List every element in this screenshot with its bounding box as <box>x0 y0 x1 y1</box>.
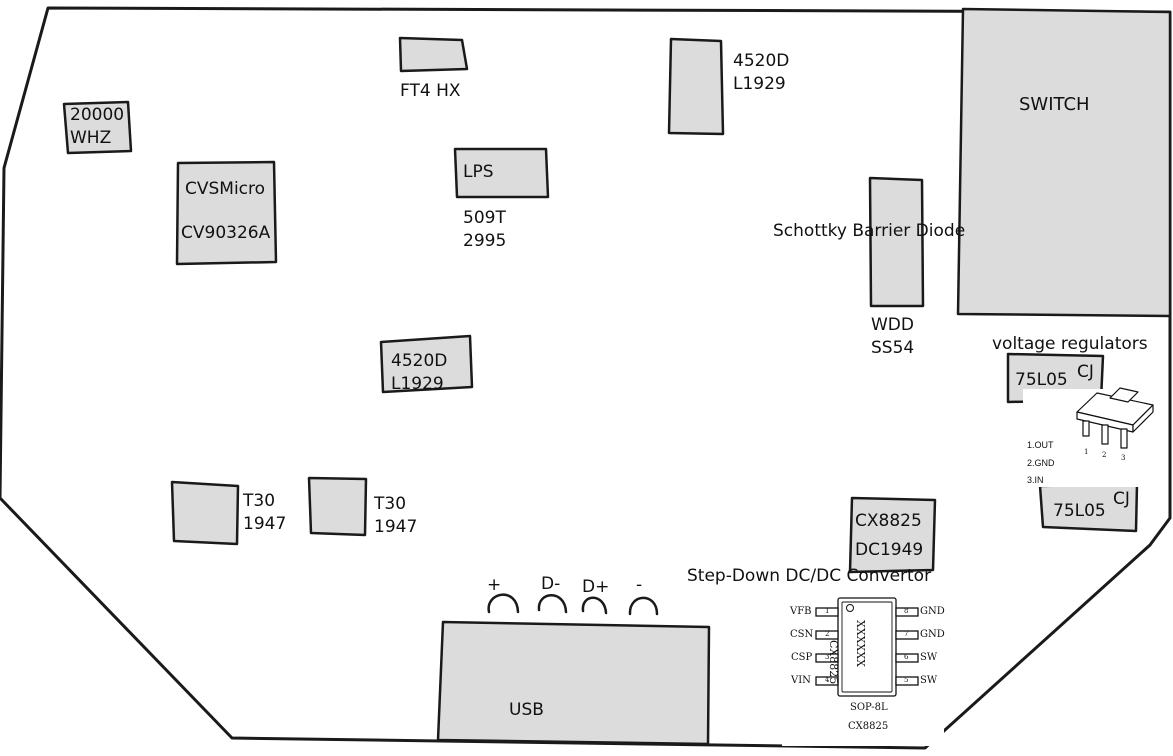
sop8-pin6-name: SW <box>920 652 938 663</box>
sop8-pin3-name: CSP <box>791 652 813 663</box>
sop8-pin4-name: VIN <box>791 675 811 686</box>
cvs-line1: CVSMicro <box>185 179 266 199</box>
vreg1-label: 75L05 <box>1015 370 1068 390</box>
sop8-pin4-num: 4 <box>825 676 830 684</box>
usb-pin-plus: + <box>487 575 502 595</box>
cvsmicro-chip <box>175 160 278 266</box>
usb-pin-dplus-hook <box>581 596 608 615</box>
freq-line1: 20000 <box>70 105 125 125</box>
diode-code-line1: WDD <box>871 315 914 335</box>
cx8825-line2: DC1949 <box>855 540 924 560</box>
vreg2-label: 75L05 <box>1053 501 1106 521</box>
sop8-chip-text-2: XXXXXX <box>854 620 867 667</box>
sop8-pin5-num: 5 <box>904 676 909 684</box>
lps-label: LPS <box>463 162 494 182</box>
cx8825-line1: CX8825 <box>855 511 922 531</box>
mosfet-mid-line2: L1929 <box>391 374 444 394</box>
usb-pin-dminus: D- <box>541 574 561 594</box>
lps-code-line1: 509T <box>463 208 506 228</box>
lps-chip <box>453 147 550 199</box>
t30-left-chip <box>170 480 240 546</box>
cvs-line2: CV90326A <box>181 223 271 243</box>
usb-pin-minus: - <box>636 575 643 595</box>
converter-title: Step-Down DC/DC Convertor <box>687 566 932 586</box>
sop8-pin1-num: 1 <box>825 607 830 615</box>
usb-pin-dminus-hook <box>537 594 568 614</box>
sot89-package-icon <box>1076 387 1154 449</box>
mosfet-mid-line1: 4520D <box>391 351 448 371</box>
vreg2-mark: CJ <box>1113 489 1130 509</box>
switch-label: SWITCH <box>1019 94 1090 115</box>
crystal-20000whz <box>62 100 133 155</box>
sop8-pin1-name: VFB <box>790 606 812 617</box>
vreg-pin-out: 1.OUT <box>1027 440 1054 450</box>
usb-pin-minus-hook <box>628 596 659 616</box>
t30-left-line2: 1947 <box>243 514 287 534</box>
t30-right-chip <box>307 476 368 537</box>
sop8-part-label: CX8825 <box>848 721 889 732</box>
usb-label: USB <box>509 700 544 720</box>
cx8825-chip <box>848 496 937 574</box>
vreg-pin-number-3: 3 <box>1121 454 1126 462</box>
sop8-pin5-name: SW <box>920 675 938 686</box>
mosfet-top-line1: 4520D <box>733 51 790 71</box>
sop8-pin7-name: GND <box>920 629 945 640</box>
vreg-title: voltage regulators <box>992 334 1148 354</box>
t30-right-line2: 1947 <box>374 517 418 537</box>
vreg-pin-number-2: 2 <box>1102 451 1107 459</box>
sop8-pin6-num: 6 <box>904 653 909 661</box>
vreg-pin-gnd: 2.GND <box>1027 458 1055 468</box>
sop8-package-icon <box>815 597 919 697</box>
sop8-pin3-num: 3 <box>825 653 830 661</box>
t30-right-line1: T30 <box>374 494 407 514</box>
vreg-pin-number-1: 1 <box>1084 448 1089 456</box>
sop8-chip-text-1: CX8825 <box>827 640 840 685</box>
usb-pin-dplus: D+ <box>582 577 610 597</box>
mosfet-top-chip <box>667 37 725 136</box>
vreg1-mark: CJ <box>1077 362 1094 382</box>
sop8-package-label: SOP-8L <box>850 702 888 713</box>
switch-body <box>956 7 1172 318</box>
diode-code-line2: SS54 <box>871 338 915 358</box>
sop8-pin8-name: GND <box>920 606 945 617</box>
ft4-label: FT4 HX <box>400 81 461 101</box>
sop8-pin2-name: CSN <box>790 629 814 640</box>
t30-left-line1: T30 <box>243 491 276 511</box>
diode-title: Schottky Barrier Diode <box>773 221 966 241</box>
vreg-pin-in: 3.IN <box>1027 475 1044 485</box>
usb-connector <box>436 620 711 746</box>
sop8-pin8-num: 8 <box>904 607 909 615</box>
schottky-diode-body <box>868 176 925 308</box>
mosfet-top-line2: L1929 <box>733 74 786 94</box>
mosfet-mid-chip <box>379 334 474 394</box>
lps-code-line2: 2995 <box>463 231 507 251</box>
sop8-pin7-num: 7 <box>904 630 909 638</box>
freq-line2: WHZ <box>70 128 112 148</box>
ft4-chip <box>398 36 469 73</box>
usb-pin-plus-hook <box>487 593 520 614</box>
sop8-pin2-num: 2 <box>825 630 830 638</box>
